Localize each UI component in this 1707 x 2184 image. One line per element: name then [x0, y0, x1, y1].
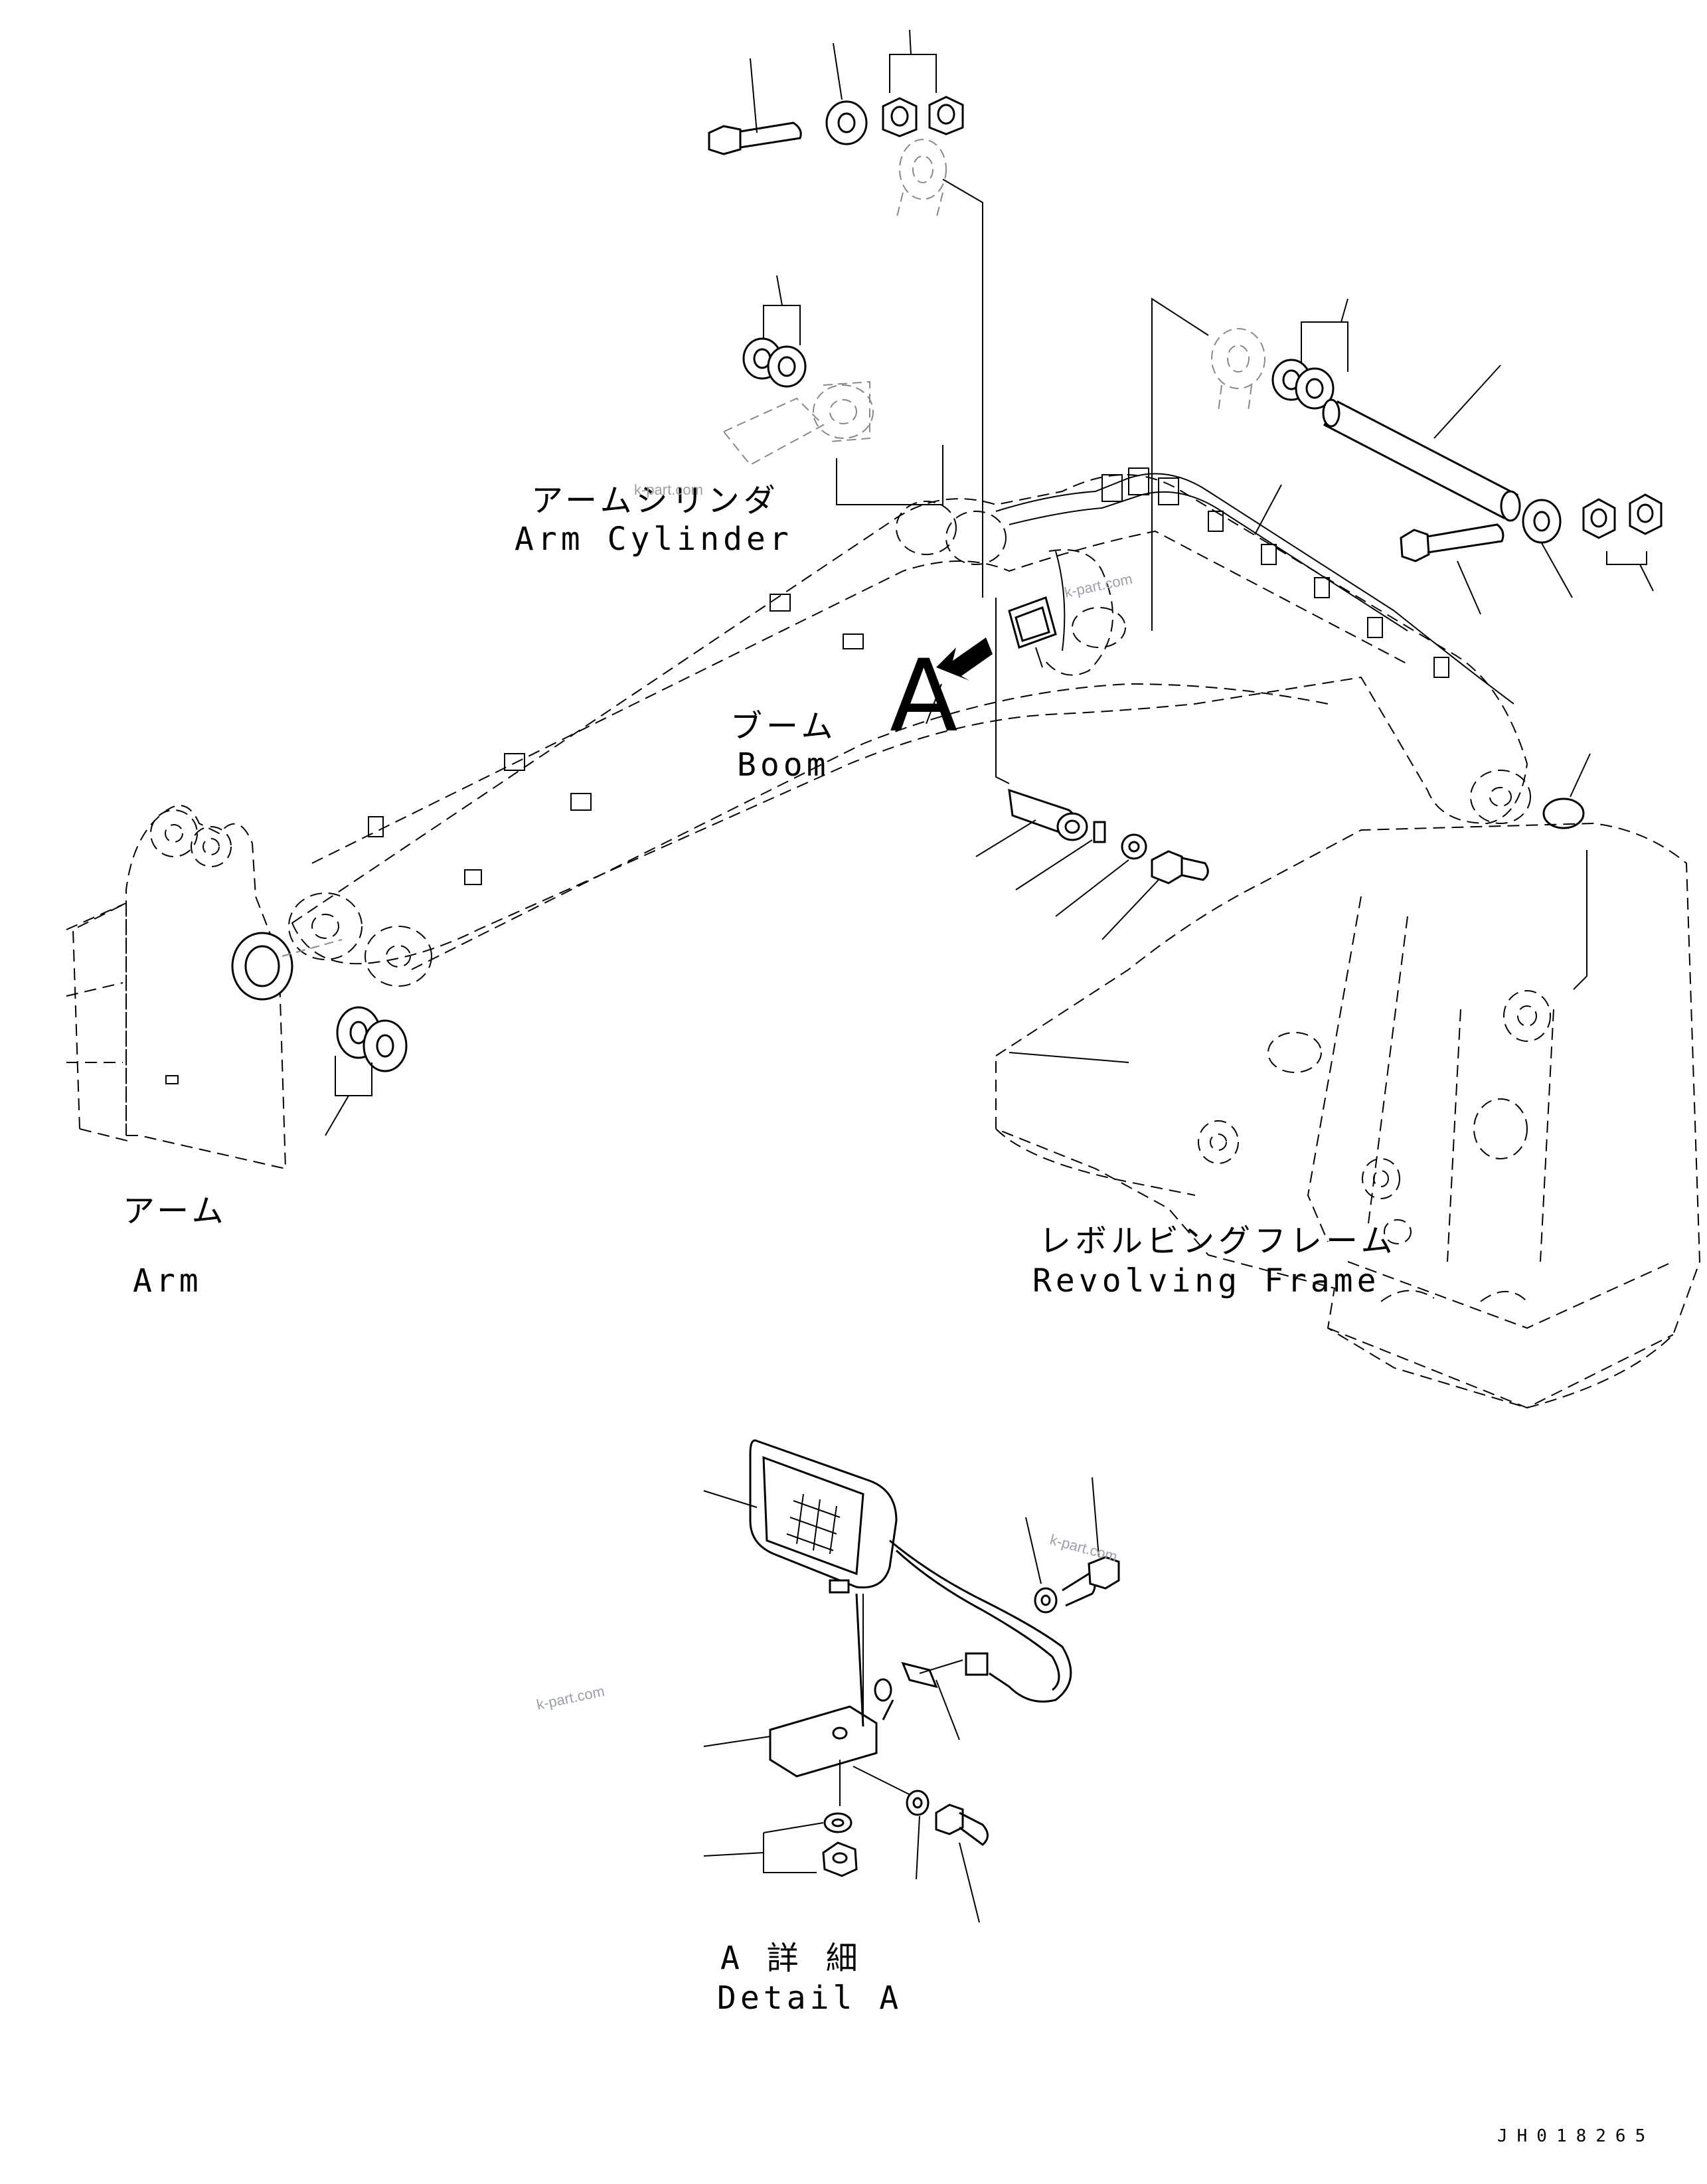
plate-icon	[1093, 821, 1106, 843]
revolving-frame-label-jp: レボルビングフレーム	[1039, 1222, 1397, 1260]
watermark: k-part.com	[535, 1683, 606, 1713]
arm-cylinder-label-en: Arm Cylinder	[515, 521, 793, 558]
washer-icon	[823, 1812, 853, 1833]
washer-icon	[906, 1790, 930, 1816]
o-ring-icon	[1542, 798, 1585, 829]
bolt-head-icon	[1088, 1556, 1120, 1590]
bolt-head-icon	[1400, 529, 1430, 562]
revolving-frame-label-en: Revolving Frame	[1032, 1262, 1380, 1300]
detail-label-jp: A 詳 細	[720, 1940, 862, 1977]
shim-icon	[1295, 367, 1335, 410]
clip-icon	[901, 1661, 938, 1689]
lamp-icon	[1008, 596, 1057, 649]
nut-icon	[1629, 493, 1663, 535]
bolt-head-icon	[708, 125, 742, 155]
revolving-frame	[995, 822, 1701, 1409]
work-lamp-icon	[749, 1439, 898, 1589]
boom	[288, 474, 1531, 987]
washer-icon	[825, 100, 868, 145]
bracket-icon	[769, 1705, 878, 1778]
arm-label-jp: アーム	[123, 1193, 228, 1230]
connector-icon	[965, 1652, 989, 1676]
nut-icon	[822, 1841, 858, 1877]
terminal-icon	[874, 1678, 892, 1702]
nut-icon	[1582, 498, 1616, 539]
arrow-icon	[936, 637, 993, 681]
shim-icon	[767, 345, 807, 388]
watermark: k-part.com	[1048, 1531, 1119, 1565]
pin-icon	[1323, 400, 1519, 519]
watermark: k-part.com	[1063, 570, 1134, 601]
nut-icon	[882, 97, 918, 137]
boom-foot-pin-group	[1151, 297, 1663, 631]
nut-icon	[928, 96, 964, 135]
o-ring-group	[1542, 753, 1591, 829]
view-marker-label: A	[890, 639, 958, 754]
boom-label-jp: ブーム	[730, 708, 837, 745]
drawing-code: JH018265	[1497, 2126, 1655, 2146]
boom-pin-group	[975, 598, 1209, 940]
bolt-head-icon	[935, 1804, 964, 1835]
washer-icon	[1121, 833, 1147, 860]
detail-a	[703, 1439, 1120, 1923]
detail-label-en: Detail A	[717, 1979, 902, 2017]
arm-label-en: Arm	[133, 1262, 203, 1300]
watermark: k-part.com	[634, 481, 703, 498]
boom-label-en: Boom	[737, 746, 830, 784]
washer-icon	[1522, 499, 1562, 544]
top-bolt-group	[708, 29, 983, 598]
arm-cylinder-group	[722, 275, 943, 505]
shim-icon	[363, 1019, 408, 1072]
arm-cylinder-label-jp: アームシリンダ	[531, 482, 779, 519]
view-arrow: A	[890, 637, 993, 754]
bolt-head-icon	[1151, 850, 1183, 884]
wiring-harness	[995, 467, 1514, 705]
work-lamp-mounted	[1008, 596, 1057, 668]
washer-icon	[1034, 1587, 1058, 1614]
arm	[66, 805, 408, 1170]
